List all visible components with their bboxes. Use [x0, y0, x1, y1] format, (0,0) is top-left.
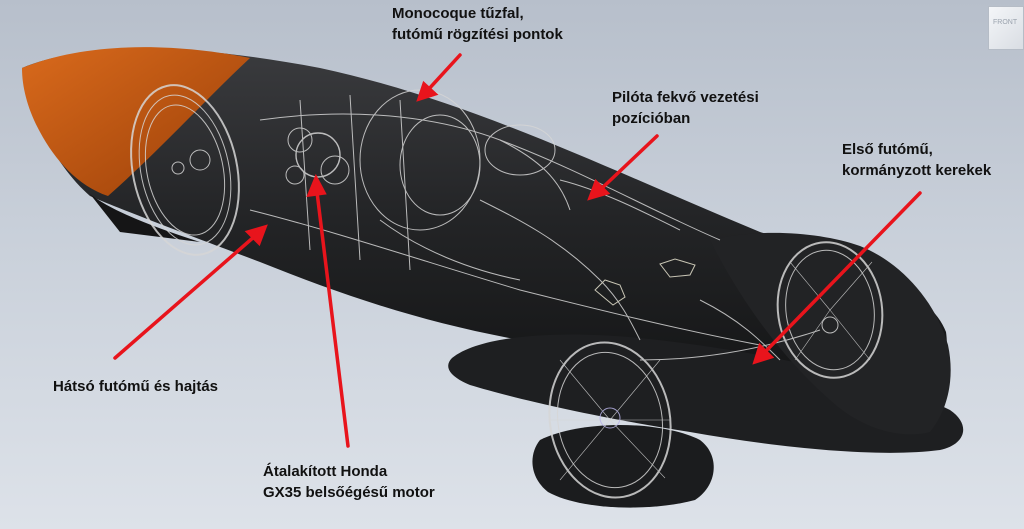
wireframe-internals [130, 84, 884, 499]
label-pilot-text: Pilóta fekvő vezetési pozícióban [612, 89, 759, 127]
view-cube-label: FRONT [993, 19, 1018, 26]
label-firewall-text: Monocoque tűzfal, futómű rögzítési ponto… [392, 5, 563, 43]
view-cube[interactable]: FRONT [988, 6, 1024, 50]
label-rear-text: Hátsó futómű és hajtás [53, 378, 219, 395]
label-engine-text: Átalakított Honda GX35 belsőégésű motor [263, 463, 435, 501]
label-firewall: Monocoque tűzfal, futómű rögzítési ponto… [392, 3, 563, 45]
label-front-suspension: Első futómű, kormányzott kerekek [842, 139, 991, 181]
label-engine: Átalakított Honda GX35 belsőégésű motor [263, 461, 435, 503]
label-front-text: Első futómű, kormányzott kerekek [842, 141, 992, 179]
label-rear-suspension: Hátsó futómű és hajtás [53, 376, 218, 397]
annotation-arrows [113, 53, 922, 448]
front-right-fairing [710, 232, 951, 435]
vehicle-body [22, 48, 947, 391]
label-pilot: Pilóta fekvő vezetési pozícióban [612, 87, 759, 129]
